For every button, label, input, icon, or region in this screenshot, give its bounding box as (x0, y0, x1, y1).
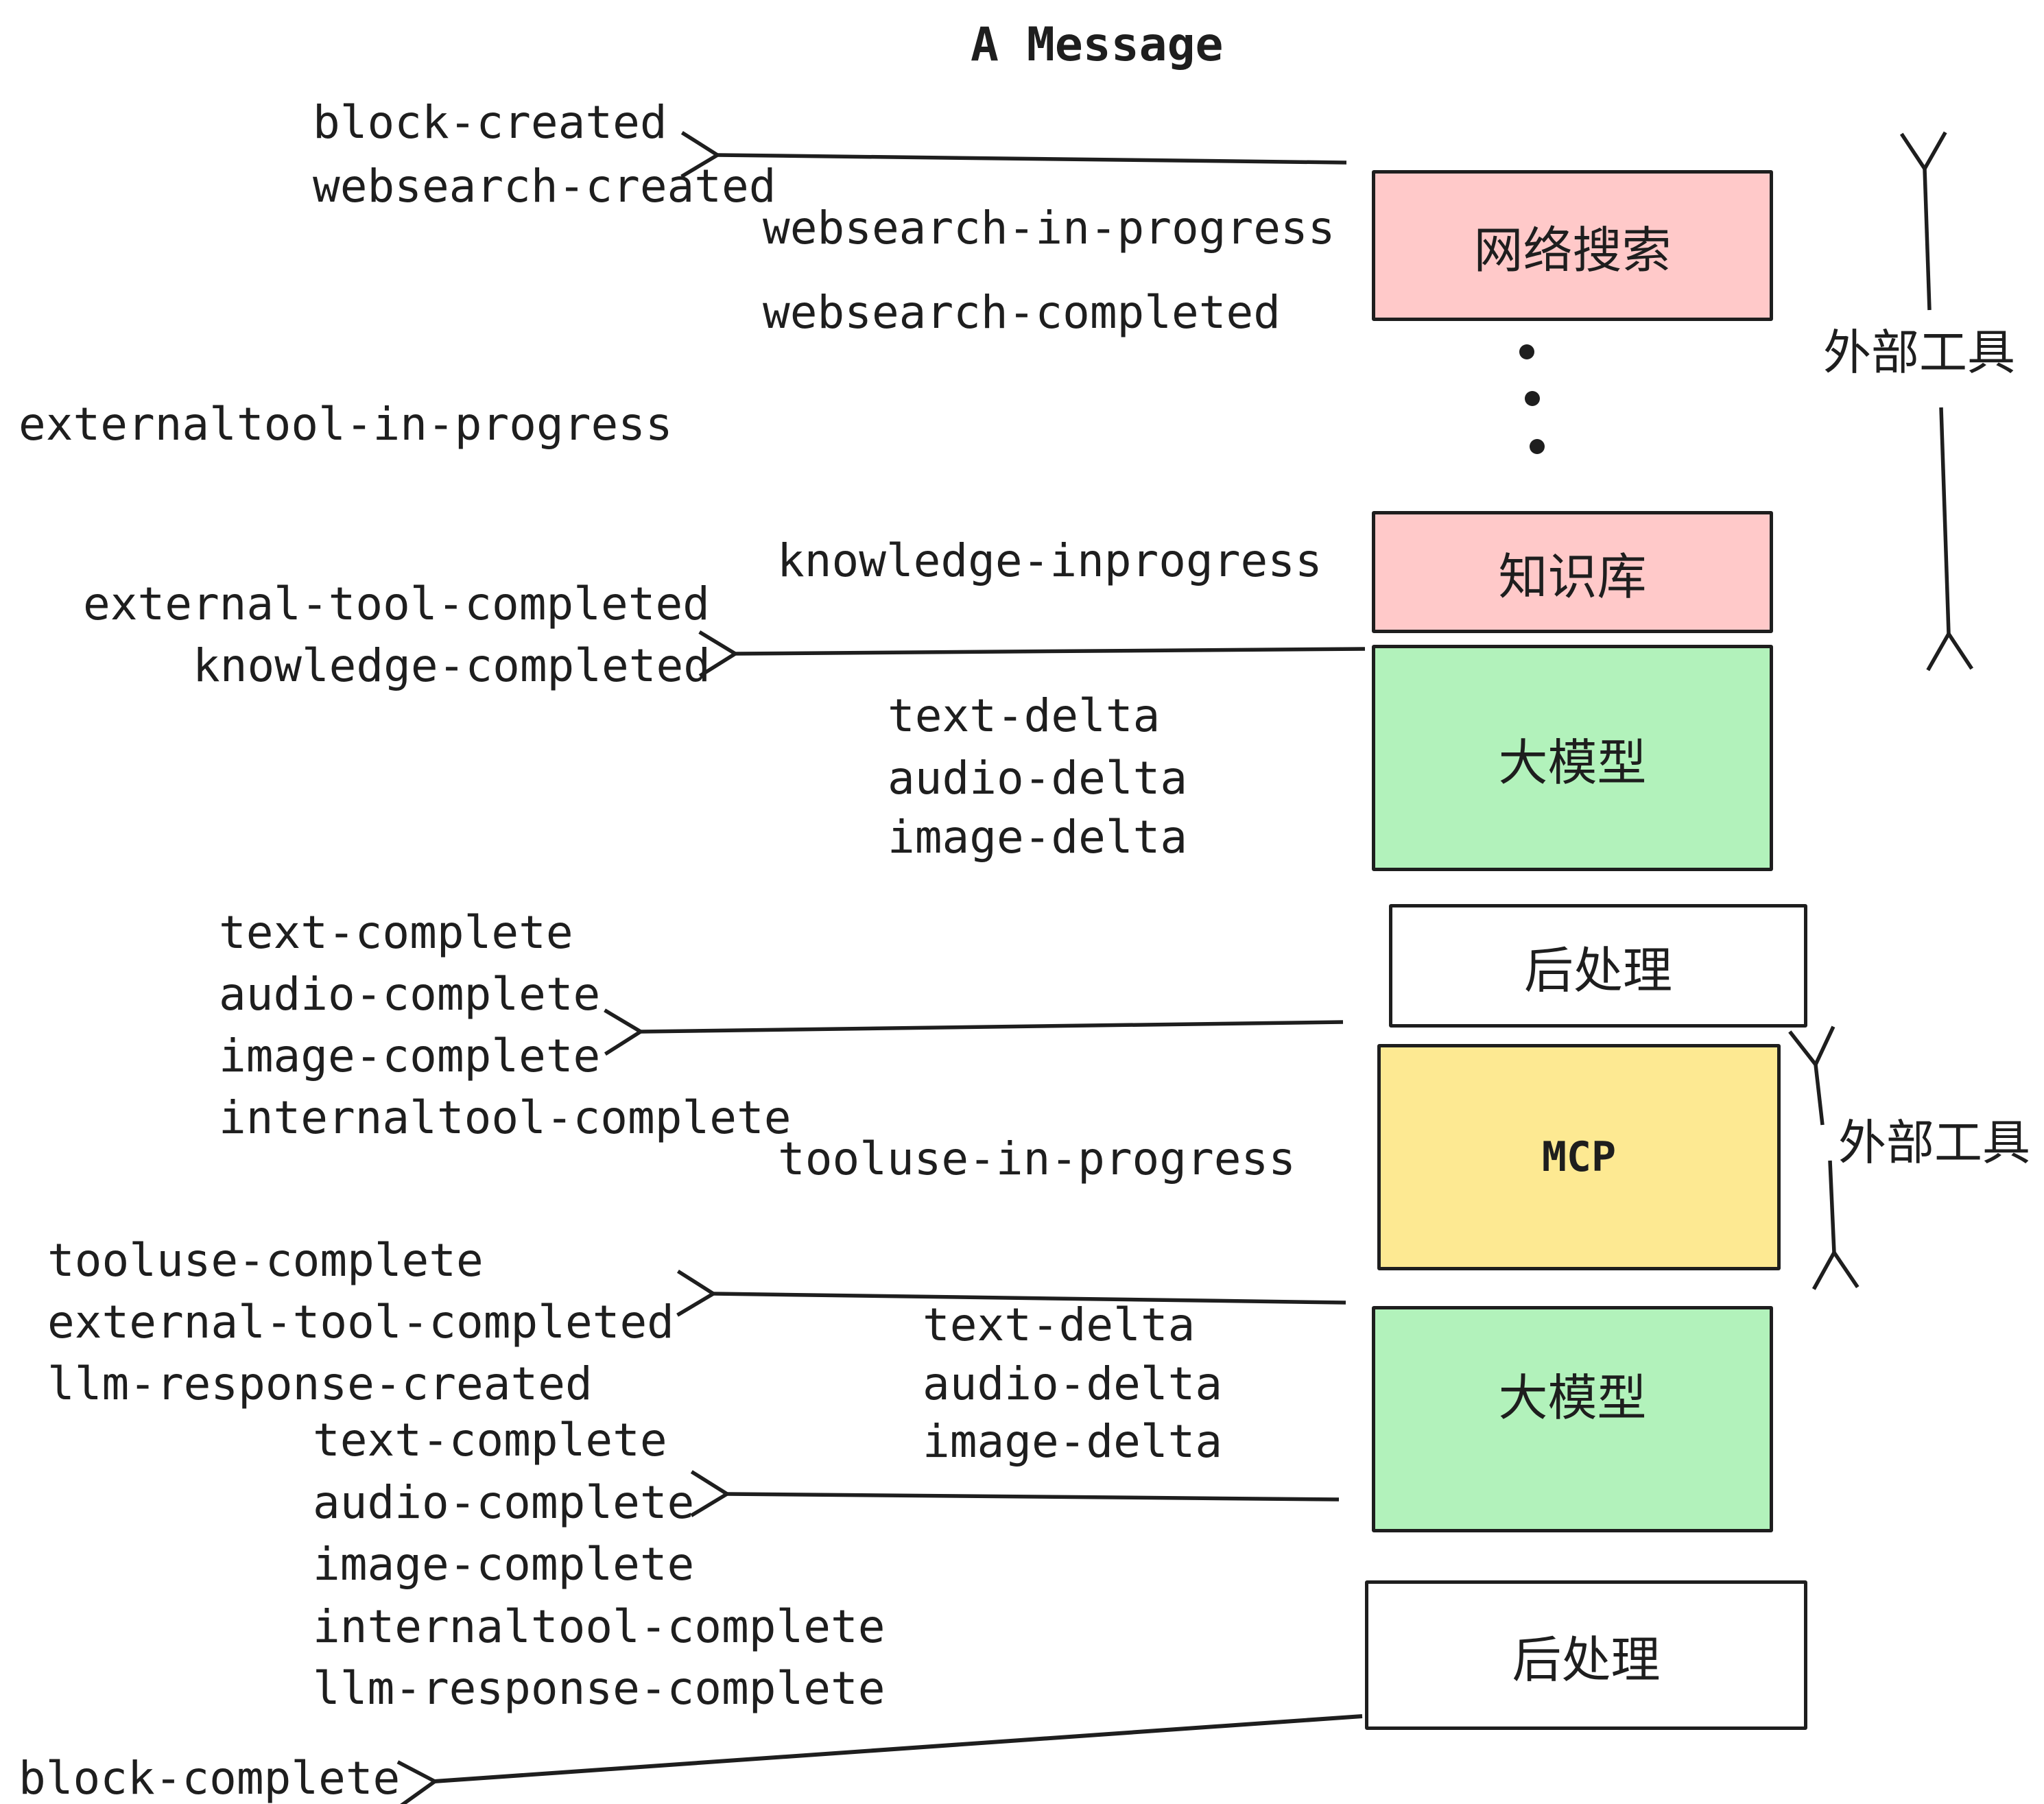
box-knowledge-label: 知识库 (1498, 549, 1647, 605)
event-websearch-created: websearch-created (313, 160, 776, 213)
box-llm-1: 大模型 (1372, 645, 1773, 871)
event-text-complete-2: text-complete (313, 1414, 667, 1467)
external-tools-up-arrow-1 (1899, 131, 1947, 311)
event-knowledge-inprogress: knowledge-inprogress (777, 534, 1322, 587)
box-postprocess-2: 后处理 (1365, 1580, 1807, 1730)
event-block-created: block-created (313, 96, 667, 149)
event-audio-delta-1: audio-delta (888, 752, 1188, 805)
event-text-delta-1: text-delta (888, 689, 1161, 742)
ellipsis-dot-1 (1519, 344, 1534, 359)
arrow-audio-complete-2 (690, 1470, 1340, 1517)
event-block-complete: block-complete (19, 1752, 401, 1804)
event-tooluse-complete: tooluse-complete (47, 1234, 484, 1287)
event-externaltool-in-progress: externaltool-in-progress (19, 398, 673, 451)
box-knowledge: 知识库 (1372, 511, 1773, 633)
event-image-delta-2: image-delta (923, 1415, 1223, 1468)
event-internaltool-complete-2: internaltool-complete (313, 1600, 886, 1653)
arrow-internal-complete-1 (604, 1008, 1344, 1056)
box-llm-1-label: 大模型 (1498, 735, 1647, 791)
event-external-tool-completed-1: external-tool-completed (83, 578, 710, 630)
ellipsis-dot-3 (1530, 439, 1545, 454)
event-llm-response-complete: llm-response-complete (313, 1662, 886, 1715)
event-tooluse-in-progress: tooluse-in-progress (778, 1132, 1296, 1185)
event-text-delta-2: text-delta (923, 1298, 1196, 1351)
event-image-delta-1: image-delta (888, 811, 1188, 864)
external-tools-label-1: 外部工具 (1823, 326, 2015, 379)
event-websearch-completed: websearch-completed (763, 286, 1281, 339)
box-websearch-label: 网络搜索 (1473, 223, 1672, 278)
event-websearch-in-progress: websearch-in-progress (763, 202, 1335, 254)
external-tools-down-arrow-1 (1926, 407, 1974, 672)
arrow-websearch-created (680, 131, 1347, 178)
arrow-block-complete (396, 1714, 1363, 1804)
event-knowledge-completed: knowledge-completed (193, 639, 711, 692)
arrow-tooluse-complete (676, 1269, 1346, 1317)
arrow-knowledge-completed (698, 630, 1366, 678)
external-tools-label-2: 外部工具 (1838, 1116, 2030, 1170)
event-audio-delta-2: audio-delta (923, 1357, 1223, 1410)
event-image-complete-2: image-complete (313, 1538, 695, 1591)
event-audio-complete-1: audio-complete (219, 968, 601, 1021)
box-postprocess-1: 后处理 (1389, 904, 1807, 1028)
event-text-complete-1: text-complete (219, 906, 573, 959)
box-llm-2: 大模型 (1372, 1306, 1773, 1532)
box-llm-2-label: 大模型 (1498, 1371, 1647, 1426)
box-websearch: 网络搜索 (1372, 170, 1773, 321)
box-postprocess-1-label: 后处理 (1523, 943, 1672, 999)
box-mcp: MCP (1377, 1044, 1781, 1270)
event-external-tool-completed-2: external-tool-completed (47, 1296, 674, 1349)
external-tools-up-arrow-2 (1788, 1025, 1835, 1126)
box-postprocess-2-label: 后处理 (1512, 1633, 1661, 1688)
event-image-complete-1: image-complete (219, 1030, 601, 1082)
event-audio-complete-2: audio-complete (313, 1476, 695, 1529)
event-internaltool-complete-1: internaltool-complete (219, 1091, 792, 1144)
external-tools-down-arrow-2 (1811, 1160, 1859, 1290)
ellipsis-dot-2 (1525, 391, 1540, 406)
box-mcp-label: MCP (1541, 1133, 1617, 1181)
event-llm-response-created: llm-response-created (47, 1357, 593, 1410)
page-title: A Message (971, 18, 1224, 72)
